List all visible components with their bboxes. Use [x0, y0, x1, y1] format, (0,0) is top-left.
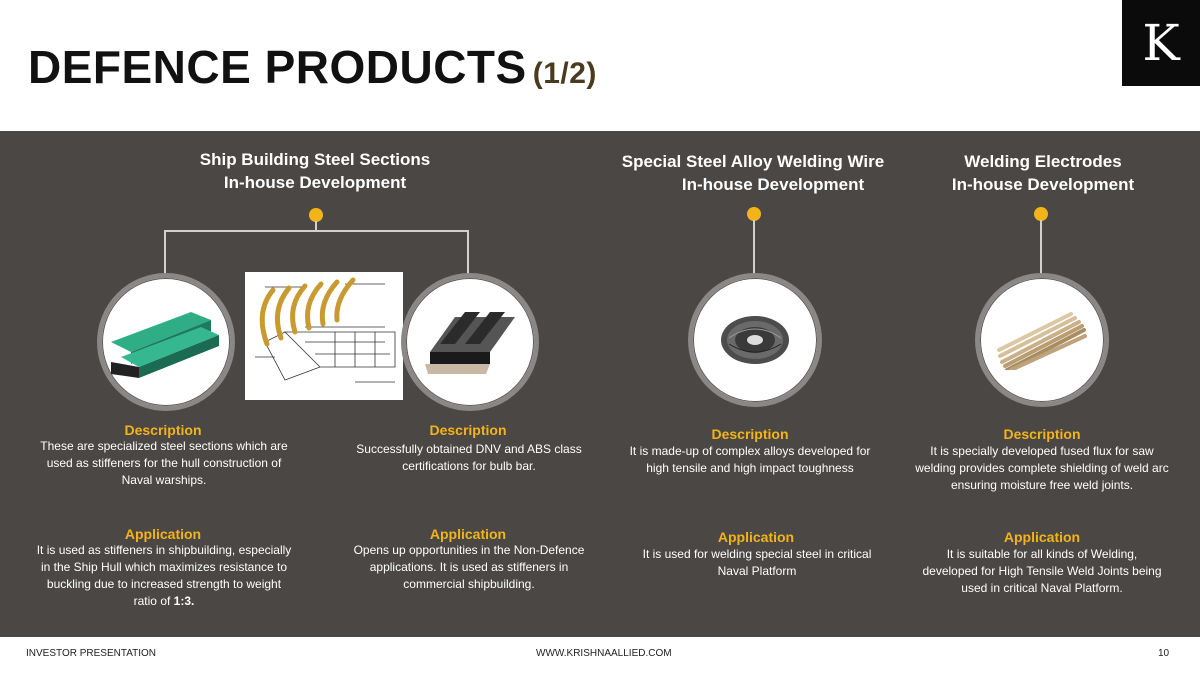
welding-wire-image	[688, 273, 822, 407]
ship-left-application-text: It is used as stiffeners in shipbuilding…	[36, 543, 292, 608]
green-steel-bars-icon	[111, 312, 219, 378]
ship-heading-line1: Ship Building Steel Sections	[199, 150, 431, 169]
ship-left-application-label: Application	[124, 526, 202, 542]
wire-heading: Special Steel Alloy Welding Wire In-hous…	[600, 150, 906, 196]
electrodes-connector-stem	[1040, 220, 1042, 275]
electrodes-heading-line1: Welding Electrodes	[964, 152, 1122, 171]
electrodes-connector-dot-icon	[1034, 207, 1048, 221]
page-title-suffix: (1/2)	[532, 57, 597, 90]
electrodes-heading-line2: In-house Development	[951, 175, 1135, 194]
ship-right-description-label: Description	[429, 422, 507, 438]
ship-left-description-label: Description	[124, 422, 202, 438]
wire-heading-line2: In-house Development	[681, 175, 865, 194]
electrode-rods-icon	[997, 312, 1087, 370]
wire-spool-icon	[721, 316, 789, 364]
page-number: 10	[1158, 648, 1170, 659]
wire-description: It is made-up of complex alloys develope…	[629, 444, 871, 475]
ship-left-description: These are specialized steel sections whi…	[40, 439, 288, 487]
wire-connector-dot-icon	[747, 207, 761, 221]
footer-left: INVESTOR PRESENTATION	[26, 648, 157, 659]
bulb-bar-icon	[425, 312, 515, 374]
ship-connector-right	[467, 230, 469, 274]
page-title-text: DEFENCE PRODUCTS	[28, 41, 527, 93]
page-title: DEFENCE PRODUCTS(1/2)	[28, 40, 597, 94]
wire-description-label: Description	[711, 426, 789, 442]
ship-left-application-ratio: 1:3.	[173, 594, 195, 608]
wire-application-label: Application	[717, 529, 795, 545]
electrodes-description-label: Description	[1003, 426, 1081, 442]
ship-right-application-label: Application	[429, 526, 507, 542]
bulb-bar-image	[401, 273, 539, 411]
ship-left-application: It is used as stiffeners in shipbuilding…	[36, 542, 292, 610]
electrodes-heading: Welding Electrodes In-house Development	[935, 150, 1151, 196]
ship-connector-bar	[164, 230, 469, 232]
ship-connector-left	[164, 230, 166, 274]
ship-connector-dot-icon	[309, 208, 323, 222]
steel-sections-image	[97, 273, 235, 411]
hull-diagram-icon	[255, 277, 396, 383]
welding-electrodes-image	[975, 273, 1109, 407]
logo-letter: K	[1142, 14, 1180, 72]
ship-connector-stem	[315, 221, 317, 231]
wire-heading-line1: Special Steel Alloy Welding Wire	[621, 152, 885, 171]
wire-application: It is used for welding special steel in …	[642, 547, 872, 578]
hull-diagram	[245, 272, 403, 400]
electrodes-application: It is suitable for all kinds of Welding,…	[922, 547, 1162, 595]
electrodes-application-label: Application	[1003, 529, 1081, 545]
electrodes-description: It is specially developed fused flux for…	[915, 444, 1169, 492]
footer-website-link[interactable]: WWW.KRISHNAALLIED.COM	[536, 648, 672, 659]
ship-heading: Ship Building Steel Sections In-house De…	[180, 148, 450, 194]
ship-heading-line2: In-house Development	[223, 173, 407, 192]
wire-connector-stem	[753, 220, 755, 275]
k-logo-icon: K	[1122, 0, 1200, 86]
ship-right-description: Successfully obtained DNV and ABS class …	[356, 442, 582, 473]
ship-right-application: Opens up opportunities in the Non-Defenc…	[353, 543, 585, 591]
